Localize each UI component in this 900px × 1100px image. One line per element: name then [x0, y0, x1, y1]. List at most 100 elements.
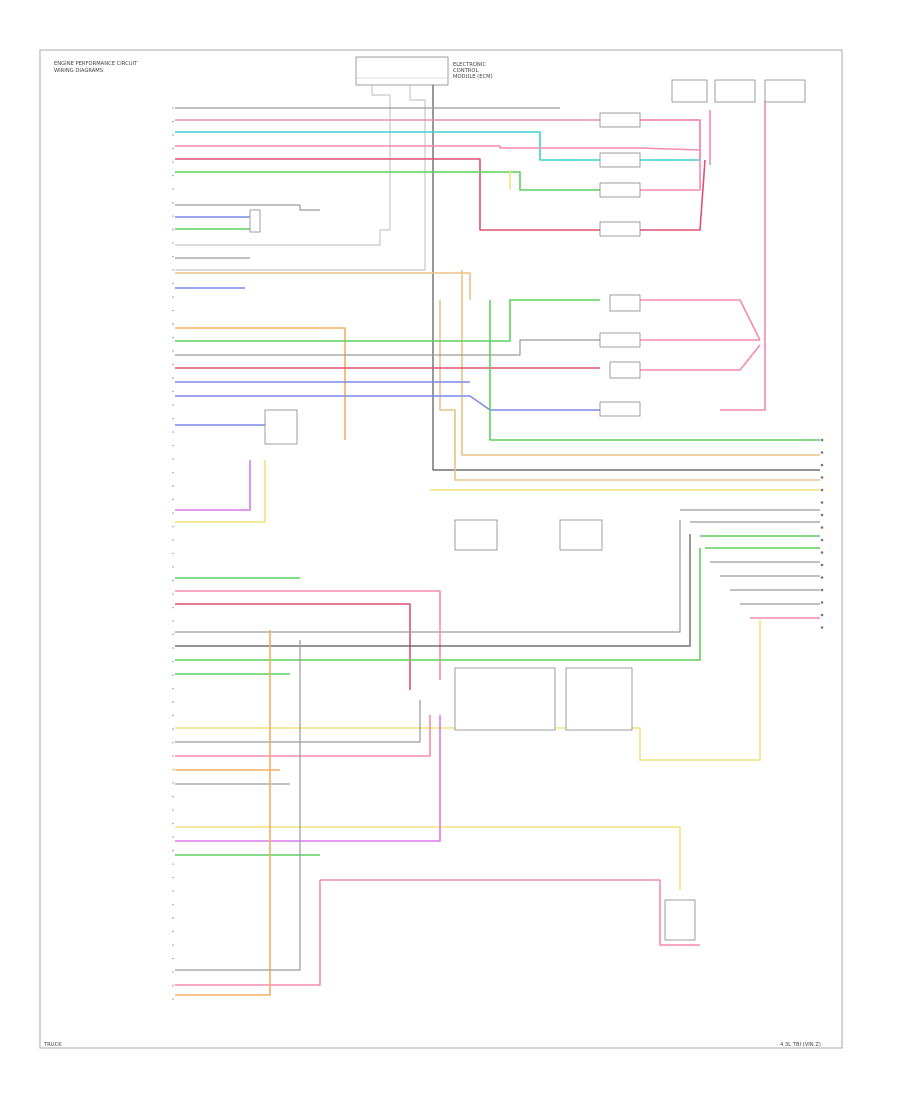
wire-gray-8	[175, 640, 301, 971]
harness-pin	[172, 431, 174, 433]
harness-pin	[172, 755, 174, 757]
wire-ecm-dark	[432, 85, 820, 471]
connector-block	[565, 667, 633, 731]
harness-pin	[172, 282, 174, 285]
harness-pin	[172, 539, 174, 541]
fuel-injector-4	[599, 221, 641, 237]
connector-pin	[820, 613, 824, 617]
header-line-1: ENGINE PERFORMANCE CIRCUIT	[54, 61, 138, 67]
harness-pin	[172, 485, 174, 487]
harness-pin	[172, 998, 174, 1000]
relay-box	[664, 899, 696, 941]
harness-pin	[172, 647, 174, 649]
wire-tan-bus	[439, 300, 820, 481]
wire-pink-2	[175, 145, 701, 151]
wire-tan-2	[175, 272, 471, 300]
harness-pin	[172, 228, 174, 231]
harness-pin	[172, 147, 174, 150]
harness-pin	[172, 606, 174, 609]
harness-pin	[172, 255, 174, 258]
harness-pin	[172, 458, 174, 460]
ignition-module	[249, 209, 261, 233]
connector-pin	[820, 588, 824, 592]
wire-magenta-1	[175, 460, 251, 511]
injector-label-box-3	[764, 79, 806, 103]
harness-pin	[172, 161, 174, 163]
harness-pin	[172, 323, 174, 325]
ecm-box	[355, 56, 449, 86]
connector-pin	[820, 526, 824, 529]
right-connector-pins	[172, 107, 824, 1000]
harness-pin	[172, 930, 174, 933]
fuel-injector-2	[599, 152, 641, 168]
wire-gray-6	[175, 700, 421, 743]
harness-pin	[172, 309, 174, 312]
harness-pin	[172, 620, 174, 622]
harness-pin	[172, 984, 174, 987]
fuel-injector-5	[599, 332, 641, 348]
harness-pin	[172, 849, 174, 852]
fuel-injector-1	[599, 112, 641, 128]
harness-pin	[172, 768, 174, 771]
ecm-title-1: ELECTRONIC	[453, 62, 486, 68]
distributor-box	[454, 667, 556, 731]
harness-pin	[172, 120, 174, 123]
connector-pin	[820, 551, 824, 554]
coolant-sensor-box	[559, 519, 603, 551]
harness-pin	[172, 390, 174, 393]
connector-pin	[820, 451, 824, 454]
harness-pin	[172, 269, 174, 271]
harness-pin	[172, 795, 174, 798]
connector-pin	[820, 488, 824, 492]
harness-pin	[172, 444, 174, 447]
wire-gray-4	[175, 339, 600, 356]
connector-pin	[820, 513, 824, 517]
wire-tan-long	[461, 270, 820, 456]
harness-pin	[172, 471, 174, 474]
harness-pin	[172, 296, 174, 298]
harness-pin	[172, 701, 174, 703]
wire-orange-3	[175, 630, 271, 996]
harness-pin	[172, 417, 174, 420]
wire-pink-inj	[640, 119, 701, 191]
footer-right: 4.3L TBI (VIN Z)	[780, 1042, 821, 1048]
harness-pin	[172, 404, 174, 406]
harness-pin	[172, 134, 174, 136]
wire-pink-7	[175, 715, 431, 757]
harness-pin	[172, 579, 174, 582]
harness-pin	[172, 188, 174, 190]
ecm-title-2: CONTROL	[453, 68, 478, 74]
harness-pin	[172, 552, 174, 555]
harness-pin	[172, 566, 174, 568]
harness-pin	[172, 633, 174, 636]
wire-green-5	[175, 548, 701, 661]
wire-pink-5	[640, 344, 761, 371]
harness-pin	[172, 336, 174, 339]
harness-pin	[172, 836, 174, 838]
harness-pin	[172, 971, 174, 973]
harness-pin	[172, 674, 174, 676]
harness-pin	[172, 201, 174, 204]
connector-pin	[820, 538, 824, 542]
harness-pin	[172, 525, 174, 528]
injector-label-box-1	[671, 79, 708, 103]
harness-pin	[172, 809, 174, 811]
harness-pin	[172, 174, 174, 177]
connector-pin	[820, 576, 824, 579]
wire-ecm-mid	[175, 85, 426, 271]
fuel-injector-3	[599, 182, 641, 198]
connector-pin	[820, 501, 824, 504]
fuel-pump-relay	[264, 409, 298, 445]
harness-pin	[172, 107, 174, 109]
connector-pin	[820, 438, 824, 442]
harness-pin	[172, 498, 174, 501]
sensor-box-1	[609, 294, 641, 312]
harness-pin	[172, 822, 174, 825]
wire-pink-v2	[720, 100, 766, 411]
connector-pin	[820, 601, 824, 604]
wire-pink-3	[640, 299, 761, 341]
wire-green-3	[175, 299, 600, 342]
wire-yellow-2	[175, 460, 266, 523]
wire-pink-6	[175, 590, 441, 680]
